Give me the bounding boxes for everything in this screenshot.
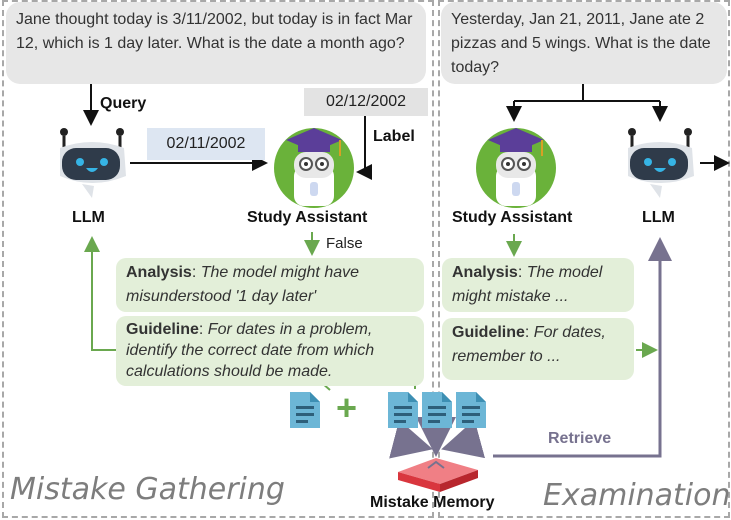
retrieve-label: Retrieve [548,430,612,447]
study-assistant-icon [272,122,356,208]
mistake-gathering-title: Mistake Gathering [10,472,285,507]
left-analysis-title: Analysis [126,264,192,281]
left-guideline-box: Guideline: For dates in a problem, ident… [116,316,424,386]
llm-label-right: LLM [642,209,675,226]
mistake-gathering-panel [2,0,434,518]
assistant-label-right: Study Assistant [452,209,573,226]
mistake-memory-label: Mistake Memory [370,494,495,511]
right-analysis-text: The model might mistake ... [452,264,603,305]
label-date-box: 02/12/2002 [304,88,428,116]
label-text: Label [373,128,415,145]
right-analysis-title: Analysis [452,264,518,281]
right-guideline-box: Guideline: For dates, remember to ... [442,318,634,380]
llm-label-left: LLM [72,209,105,226]
document-icon [420,390,454,430]
right-guideline-text: For dates, remember to ... [452,324,606,365]
left-analysis-box: Analysis: The model might have misunders… [116,258,424,312]
left-analysis-text: The model might have misunderstood '1 da… [126,264,360,305]
left-question-bubble: Jane thought today is 3/11/2002, but tod… [6,2,426,84]
right-question-text: Yesterday, Jan 21, 2011, Jane ate 2 pizz… [451,11,711,76]
prediction-box: 02/11/2002 [147,128,265,160]
plus-sign: + [336,387,358,428]
right-analysis-box: Analysis: The model might mistake ... [442,258,634,312]
left-question-text: Jane thought today is 3/11/2002, but tod… [16,11,413,52]
document-icon [288,390,322,430]
false-label: False [326,235,363,252]
llm-robot-icon [52,124,132,204]
right-guideline-title: Guideline [452,324,525,341]
left-guideline-title: Guideline [126,321,199,338]
llm-robot-icon [620,124,700,204]
examination-title: Examination [543,478,731,513]
assistant-label-left: Study Assistant [247,209,368,226]
query-label: Query [100,95,147,112]
study-assistant-icon [474,122,558,208]
left-guideline-text: For dates in a problem, identify the cor… [126,321,375,380]
document-icon [454,390,488,430]
document-icon [386,390,420,430]
right-question-bubble: Yesterday, Jan 21, 2011, Jane ate 2 pizz… [441,2,727,84]
examination-panel [438,0,730,518]
